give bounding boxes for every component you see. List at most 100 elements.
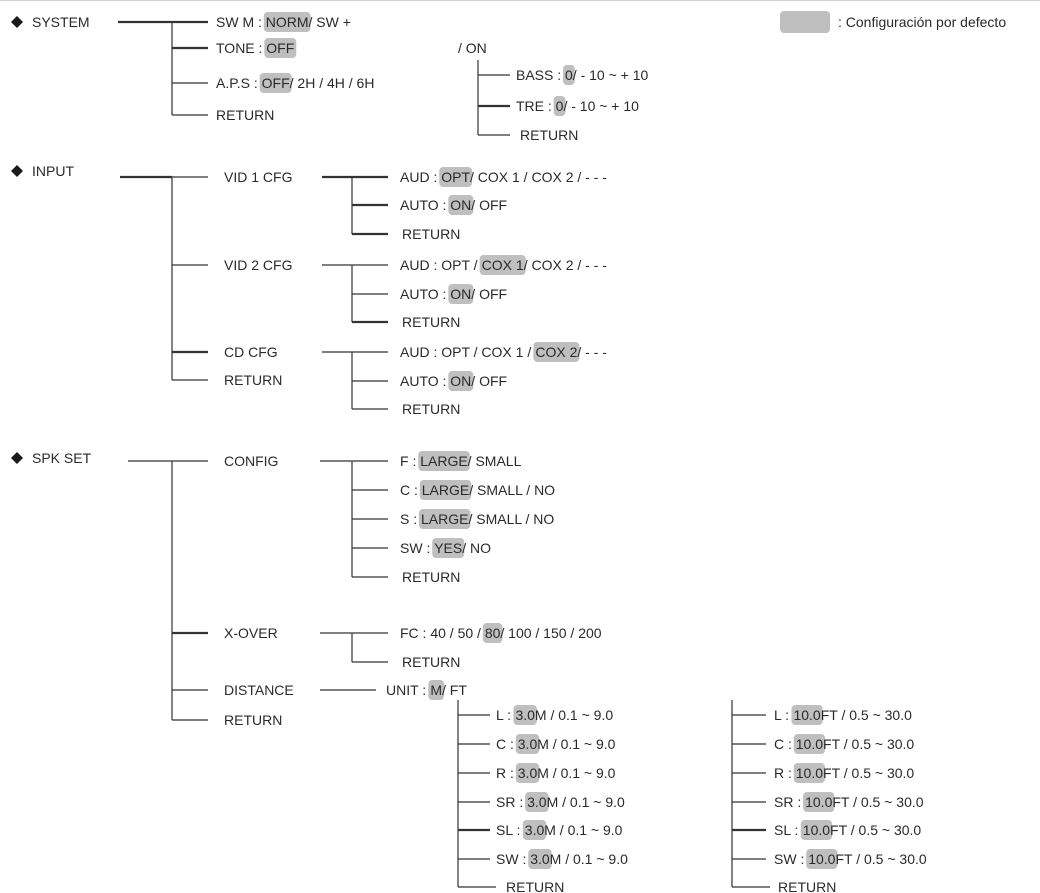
m-row-r-text: M / 0.1 ~ 9.0 <box>537 765 615 781</box>
ft-row-l-default-highlight <box>791 705 823 725</box>
system-tone-return: RETURN <box>520 127 578 143</box>
ft-row-sl-text: FT / 0.5 ~ 30.0 <box>830 822 921 838</box>
vid2-aud-text: AUD : OPT / <box>400 257 478 273</box>
m-row-r-text: R : <box>496 765 514 781</box>
system-tre-text: TRE : <box>516 98 552 114</box>
ft-row-sl-default-highlight <box>800 820 833 840</box>
cd-auto-text: AUTO : <box>400 373 446 389</box>
cfg-sw-text: / NO <box>462 540 491 556</box>
cfg-f-text: F : <box>400 453 416 469</box>
m-row-sl-text: M / 0.1 ~ 9.0 <box>544 822 622 838</box>
cfg-sw-default-value: YES <box>434 540 462 556</box>
system-bass-text: BASS : <box>516 67 561 83</box>
vid1-auto-text: AUTO : <box>400 197 446 213</box>
distance-unit-default-highlight <box>428 680 444 700</box>
xover-fc-text: / 100 / 150 / 200 <box>500 625 601 641</box>
system-aps-text: A.P.S : <box>216 75 258 91</box>
system-aps-default-highlight <box>259 73 292 93</box>
m-row-c-text: C : <box>496 736 514 752</box>
system-sw-m-text: SW M : <box>216 14 262 30</box>
vid2-auto-text: AUTO : <box>400 286 446 302</box>
m-return: RETURN <box>506 879 564 893</box>
m-row-sr-default-value: 3.0 <box>527 794 547 810</box>
system-sw-m-default-value: NORM <box>266 14 309 30</box>
cd-aud-text: / - - - <box>577 344 607 360</box>
ft-row-sr-text: FT / 0.5 ~ 30.0 <box>832 794 923 810</box>
cfg-sw-default-highlight <box>432 538 465 558</box>
system-tre-text: / - 10 ~ + 10 <box>563 98 639 114</box>
system-return: RETURN <box>216 107 274 123</box>
input-vid1: VID 1 CFG <box>224 169 292 185</box>
input-vid2: VID 2 CFG <box>224 257 292 273</box>
m-row-sl-default-highlight <box>522 820 547 840</box>
section-title-input: INPUT <box>32 163 74 179</box>
cd-auto-text: / OFF <box>471 373 507 389</box>
ft-row-l-text: L : <box>774 707 789 723</box>
cfg-c-text: / SMALL / NO <box>469 482 555 498</box>
m-row-sr-default-highlight <box>525 792 549 812</box>
m-row-c-default-highlight <box>515 734 540 754</box>
cd-auto-default-value: ON <box>450 373 471 389</box>
m-row-c-text: M / 0.1 ~ 9.0 <box>537 736 615 752</box>
m-row-l-default-highlight <box>513 705 537 725</box>
m-row-sw-default-highlight <box>528 849 552 869</box>
m-row-sw-text: M / 0.1 ~ 9.0 <box>550 851 628 867</box>
ft-row-sw-default-highlight <box>806 849 838 869</box>
vid2-auto-default-value: ON <box>450 286 471 302</box>
vid1-auto-default-highlight <box>448 195 474 215</box>
ft-row-sr-default-value: 10.0 <box>805 794 832 810</box>
system-tone-on: / ON <box>458 40 487 56</box>
ft-return: RETURN <box>778 879 836 893</box>
top-border <box>0 0 1040 1</box>
distance-unit-text: / FT <box>442 682 467 698</box>
ft-row-r-default-highlight <box>793 763 826 783</box>
system-aps-text: / 2H / 4H / 6H <box>290 75 375 91</box>
vid1-aud-text: AUD : <box>400 169 437 185</box>
ft-row-c-text: FT / 0.5 ~ 30.0 <box>823 736 914 752</box>
spk-bullet-icon <box>11 452 23 464</box>
ft-row-sr-text: SR : <box>774 794 801 810</box>
ft-row-c-text: C : <box>774 736 792 752</box>
ft-row-sw-text: SW : <box>774 851 804 867</box>
distance-unit-text: UNIT : <box>386 682 426 698</box>
cfg-s-text: S : <box>400 511 417 527</box>
ft-row-sr-default-highlight <box>803 792 835 812</box>
spk-xover: X-OVER <box>224 625 278 641</box>
cd-aud-default-value: COX 2 <box>535 344 577 360</box>
cd-aud-default-highlight <box>533 342 580 362</box>
ft-row-r-text: FT / 0.5 ~ 30.0 <box>823 765 914 781</box>
ft-row-c-default-highlight <box>793 734 826 754</box>
xover-fc-default-value: 80 <box>485 625 501 641</box>
distance-unit-default-value: M <box>430 682 442 698</box>
legend-swatch <box>780 11 830 33</box>
system-sw-m-default-highlight <box>263 12 311 32</box>
cfg-c-default-highlight <box>419 480 472 500</box>
system-bass-default-highlight <box>563 65 575 85</box>
input-return: RETURN <box>224 372 282 388</box>
ft-row-sw-text: FT / 0.5 ~ 30.0 <box>835 851 926 867</box>
cd-auto-default-highlight <box>448 371 474 391</box>
section-title-spk-set: SPK SET <box>32 450 92 466</box>
cd-aud-text: AUD : OPT / COX 1 / <box>400 344 531 360</box>
ft-row-r-text: R : <box>774 765 792 781</box>
system-aps-default-value: OFF <box>262 75 290 91</box>
cd-return: RETURN <box>402 401 460 417</box>
system-tone-default-value: OFF <box>266 40 294 56</box>
m-row-l-text: L : <box>496 707 511 723</box>
cfg-sw-text: SW : <box>400 540 430 556</box>
cfg-f-default-value: LARGE <box>420 453 467 469</box>
cfg-s-default-value: LARGE <box>421 511 468 527</box>
spk-config: CONFIG <box>224 453 278 469</box>
ft-row-sw-default-value: 10.0 <box>808 851 835 867</box>
m-row-l-text: M / 0.1 ~ 9.0 <box>535 707 613 723</box>
cfg-s-text: / SMALL / NO <box>468 511 554 527</box>
input-cd: CD CFG <box>224 344 278 360</box>
system-tre-default-value: 0 <box>556 98 564 114</box>
cfg-c-text: C : <box>400 482 418 498</box>
cfg-s-default-highlight <box>419 509 471 529</box>
vid2-return: RETURN <box>402 314 460 330</box>
vid1-return: RETURN <box>402 226 460 242</box>
spk-return: RETURN <box>224 712 282 728</box>
vid1-aud-default-value: OPT <box>441 169 470 185</box>
